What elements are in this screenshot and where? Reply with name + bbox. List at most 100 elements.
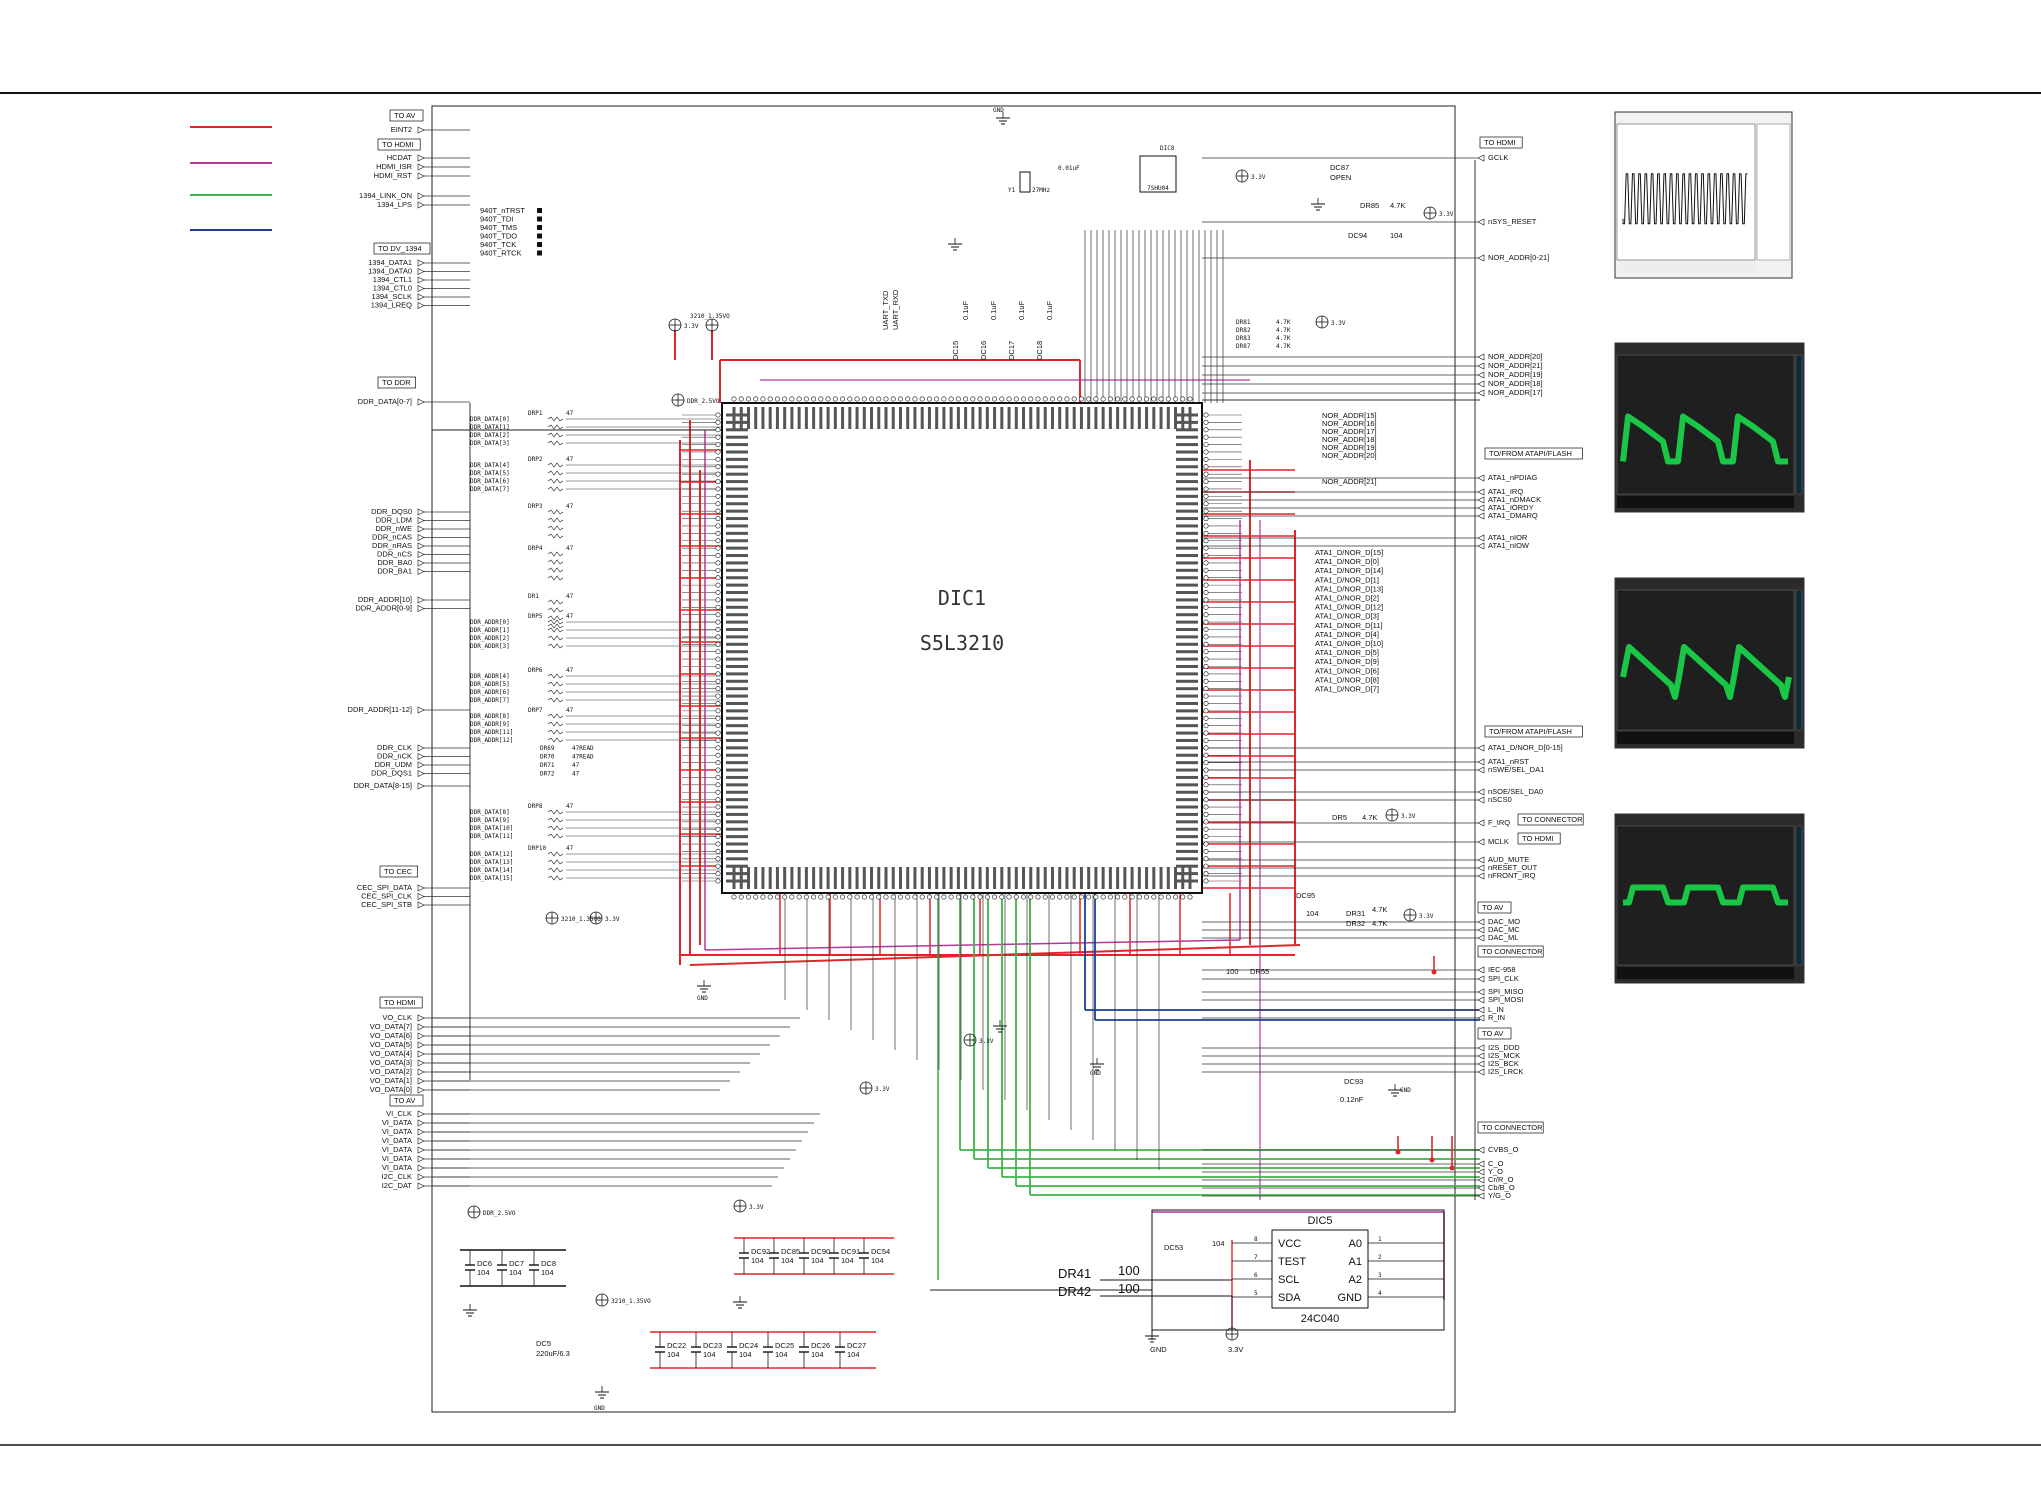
tag-to-connector-spi-box [1477,945,1544,958]
top-bypass-ref: DC18 [1035,341,1044,360]
pin-right [1203,678,1209,684]
jtag-signal: 940T_TDI [480,215,513,224]
signal-vo: VO_DATA[1] [370,1076,412,1085]
pin-label-bottom [761,867,765,889]
signal-ata1: ATA1_nPDIAG [1488,473,1537,482]
pin-bottom [1006,894,1012,900]
signal-video: CVBS_O [1488,1145,1519,1154]
pin-top [1122,396,1128,402]
pin-label-left [726,443,748,447]
pin-top [890,396,896,402]
signal-vi: VI_DATA [382,1127,412,1136]
port-arrow [417,1014,425,1022]
port-arrow [1477,744,1485,752]
pin-label-bottom [819,867,823,889]
port-arrow [1477,975,1485,983]
pin-label-left [726,450,748,454]
pin-bottom [803,894,809,900]
pin-label-bottom [1108,867,1112,889]
pin-label-left [726,420,748,424]
pin-label-top [1108,407,1112,429]
tag-to-av-i2s: TO AV [1482,1029,1503,1038]
pin-label-right [1176,428,1198,432]
pin-label-top [797,407,801,429]
port-arrow [1477,154,1485,162]
pin-top [1028,396,1034,402]
pin-label-left [726,724,748,728]
port-arrow [417,172,425,180]
pin-bottom [1021,894,1027,900]
signal-video: Y/G_O [1488,1191,1511,1200]
pin-right [1203,863,1209,869]
port-arrow [417,901,425,909]
pullup-value: 4.7K [1276,335,1291,342]
tag-to-connector-video: TO CONNECTOR [1482,1123,1543,1132]
signal-ata2: ATA1_nRST [1488,757,1529,766]
resistor-zigzag [547,689,564,695]
pin-label-top [949,407,953,429]
jtag-header-pin [537,250,542,256]
pin-bottom [738,894,744,900]
port-arrow [1477,1060,1485,1068]
rpack-ref: DRP7 [528,707,543,714]
pin-label-top [985,407,989,429]
rpack-net: DDR_DATA[15] [470,875,513,882]
port-arrow [417,1041,425,1049]
tag-to-hdmi-gclk-box [1479,136,1523,149]
pin-bottom [1086,894,1092,900]
port-arrow [417,761,425,769]
pin-label-left [726,635,748,639]
pin-label-right [1176,509,1198,513]
pin-bottom [1165,894,1171,900]
rpack-net: DDR_DATA[13] [470,859,513,866]
pin-bottom [1049,894,1055,900]
eeprom-pin-name: SCL [1278,1274,1299,1286]
pin-top [818,396,824,402]
scope-panel [1614,111,1793,279]
port-arrow [1477,1146,1485,1154]
pin-label-bottom [1130,867,1134,889]
pin-label-left [726,783,748,787]
gnd-label: GND [1400,1087,1411,1094]
signal-mclk: MCLK [1488,837,1509,846]
jtag-signal: 940T_RTCK [480,249,522,258]
cap-value: 104 [847,1350,860,1359]
pin-label-top [927,407,931,429]
pin-top [774,396,780,402]
eeprom-pin-name: A0 [1349,1238,1362,1250]
signal-dac: DAC_MC [1488,925,1520,934]
pin-label-right [1176,583,1198,587]
port-arrow [417,893,425,900]
resistor-zigzag [547,825,564,831]
eeprom-pin-num: 8 [1254,1236,1258,1243]
pin-right [1203,538,1209,544]
pin-bottom [1122,894,1128,900]
dr5-ref: DR5 [1332,813,1347,822]
pin-label-top [1036,407,1040,429]
eeprom-pin-name: GND [1338,1292,1363,1304]
pin-top [1064,396,1070,402]
pin-label-top [964,407,968,429]
port-arrow [1477,371,1485,379]
pin-label-top [942,407,946,429]
eeprom-part: 24C040 [1301,1313,1340,1325]
pin-label-left [726,598,748,602]
signal-vo: VO_CLK [382,1013,412,1022]
pin-bottom [941,894,947,900]
pin-bottom [811,894,817,900]
pin-bottom [731,894,737,900]
pin-top [977,396,983,402]
pin-right [1203,700,1209,706]
dc94-value: 104 [1390,231,1403,240]
jtag-signal: 940T_nTRST [480,206,525,215]
pin-label-left [726,664,748,668]
tag-to-ddr-box [377,376,416,389]
signal-nor-addr: NOR_ADDR[21] [1488,361,1543,370]
pin-top [1071,396,1077,402]
pin-label-top [761,407,765,429]
jtag-header-pin [537,242,542,247]
pin-bottom [760,894,766,900]
pin-left [715,649,721,655]
pin-label-bottom [971,867,975,889]
pullup-value: 4.7K [1276,319,1291,326]
